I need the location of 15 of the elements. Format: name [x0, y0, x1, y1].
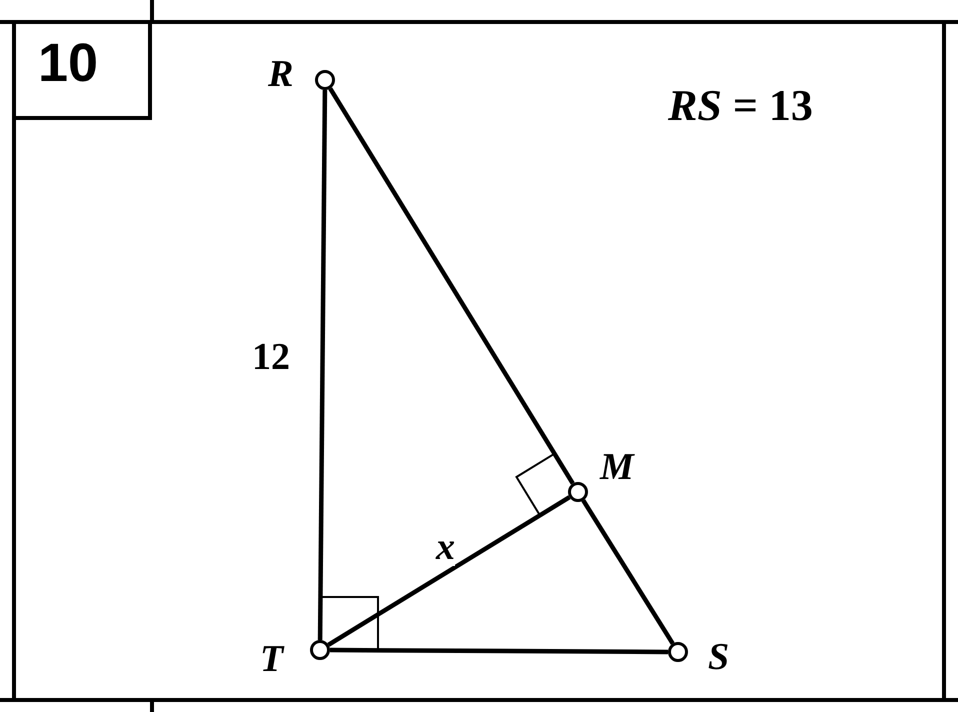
line-segment [318, 90, 328, 640]
point-label: T [260, 640, 284, 678]
point-marker [315, 70, 335, 90]
line-segment [327, 495, 571, 647]
point-marker [568, 482, 588, 502]
point-marker [310, 640, 330, 660]
line-segment [330, 648, 668, 654]
line-segment [581, 499, 675, 645]
point-marker [668, 642, 688, 662]
given-value: RS = 13 [668, 84, 813, 128]
problem-number: 10 [16, 24, 152, 120]
line-segment [328, 87, 575, 485]
point-label: R [268, 55, 294, 93]
point-label: S [708, 638, 730, 676]
point-label: M [600, 448, 634, 486]
